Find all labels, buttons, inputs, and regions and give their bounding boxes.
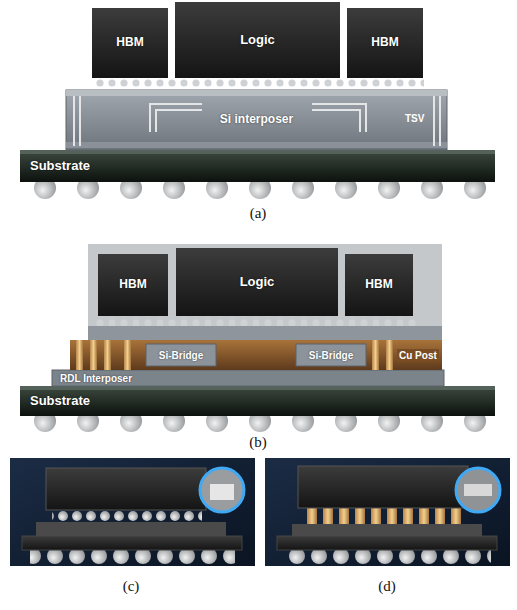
- node-text: Logic: [240, 33, 275, 47]
- figure-label: (d): [378, 578, 396, 595]
- die: [46, 468, 206, 510]
- figure-label: (c): [123, 578, 140, 595]
- cu-posts: [76, 340, 393, 370]
- si-bridge: Si-Bridge: [146, 344, 216, 366]
- interposer-wiring: [150, 104, 366, 132]
- solder-balls: [30, 548, 235, 566]
- hbm-die: [347, 8, 423, 78]
- interposer-layer: [66, 142, 447, 148]
- node-text: Si interposer: [220, 113, 293, 126]
- inset-circle: [200, 468, 244, 512]
- node-text: HBM: [116, 36, 143, 49]
- node-text: HBM: [371, 36, 398, 49]
- hbm-die: HBM: [347, 8, 423, 78]
- tsv-lines: [433, 96, 435, 146]
- node-text: Substrate: [30, 394, 90, 408]
- interposer-wiring: [312, 104, 366, 132]
- node-text: Si-Bridge: [159, 350, 203, 361]
- package-b: [20, 244, 495, 434]
- interposer-wiring: [312, 110, 360, 132]
- photo-d: [265, 458, 510, 566]
- rdl-interposer: [52, 370, 444, 386]
- rdl-interposer: RDL Interposer: [52, 370, 444, 386]
- cu-posts: [104, 340, 111, 370]
- package-a: [20, 2, 495, 200]
- hbm-die: [345, 254, 413, 316]
- cu-posts: [372, 340, 379, 370]
- hbm-die: HBM: [345, 254, 413, 316]
- tsv-lines: [439, 96, 441, 146]
- photo-c: [10, 458, 255, 566]
- cu-posts: [386, 340, 393, 370]
- inset-bump: [210, 484, 234, 500]
- si-bridge: [296, 344, 366, 366]
- rdl-layer: [88, 326, 442, 340]
- substrate: Substrate: [20, 150, 495, 182]
- tsv-lines: [79, 96, 81, 146]
- micro-bumps: [96, 316, 416, 326]
- node-text: Logic: [240, 275, 275, 289]
- figure-label: (a): [250, 205, 267, 222]
- die: [298, 466, 468, 508]
- substrate-top: [20, 150, 495, 154]
- micro-bumps: [94, 78, 424, 88]
- substrate: [20, 386, 495, 416]
- photo-background: [265, 458, 510, 566]
- si-bridge: Si-Bridge: [296, 344, 366, 366]
- mold-frame: [88, 244, 442, 326]
- node-text: Substrate: [30, 159, 90, 173]
- substrate: [277, 536, 497, 550]
- hbm-die: [98, 254, 168, 316]
- substrate: [20, 150, 495, 182]
- node-text: RDL Interposer: [60, 373, 132, 384]
- inset-pad: [464, 484, 492, 496]
- interposer-wiring: [156, 110, 202, 132]
- logic-die: [175, 2, 340, 78]
- interposer: [292, 524, 482, 536]
- tsv-lines: [73, 96, 75, 146]
- logic-die: [176, 248, 338, 316]
- node-text: HBM: [365, 278, 392, 291]
- tsv-label: TSV: [405, 113, 424, 124]
- cu-posts: [90, 340, 97, 370]
- hbm-die: HBM: [98, 254, 168, 316]
- cu-posts: [76, 340, 83, 370]
- interposer-wiring: [150, 104, 202, 132]
- hbm-die: [92, 8, 168, 78]
- mold-layer: [70, 340, 442, 370]
- inset-circle: [456, 468, 500, 512]
- tsv-lines: [74, 96, 440, 146]
- solder-balls: [286, 548, 491, 566]
- logic-die: Logic: [176, 248, 338, 316]
- si-interposer: Si interposer: [66, 90, 447, 150]
- hbm-die: HBM: [92, 8, 168, 78]
- si-bridge: [146, 344, 216, 366]
- interposer-layer: [66, 90, 447, 96]
- logic-die: Logic: [175, 2, 340, 78]
- cu-post-label: Cu Post: [397, 349, 439, 362]
- node-text: Si-Bridge: [309, 350, 353, 361]
- photo-background: [10, 458, 255, 566]
- substrate: [22, 536, 242, 550]
- bumps: [52, 510, 202, 522]
- interposer: [36, 522, 226, 536]
- figure-label: (b): [249, 434, 267, 451]
- substrate-top: [20, 386, 495, 390]
- si-interposer: [66, 90, 447, 150]
- cu-posts: [124, 340, 131, 370]
- node-text: HBM: [119, 278, 146, 291]
- substrate: Substrate: [20, 386, 495, 416]
- cu-pads: [304, 508, 464, 524]
